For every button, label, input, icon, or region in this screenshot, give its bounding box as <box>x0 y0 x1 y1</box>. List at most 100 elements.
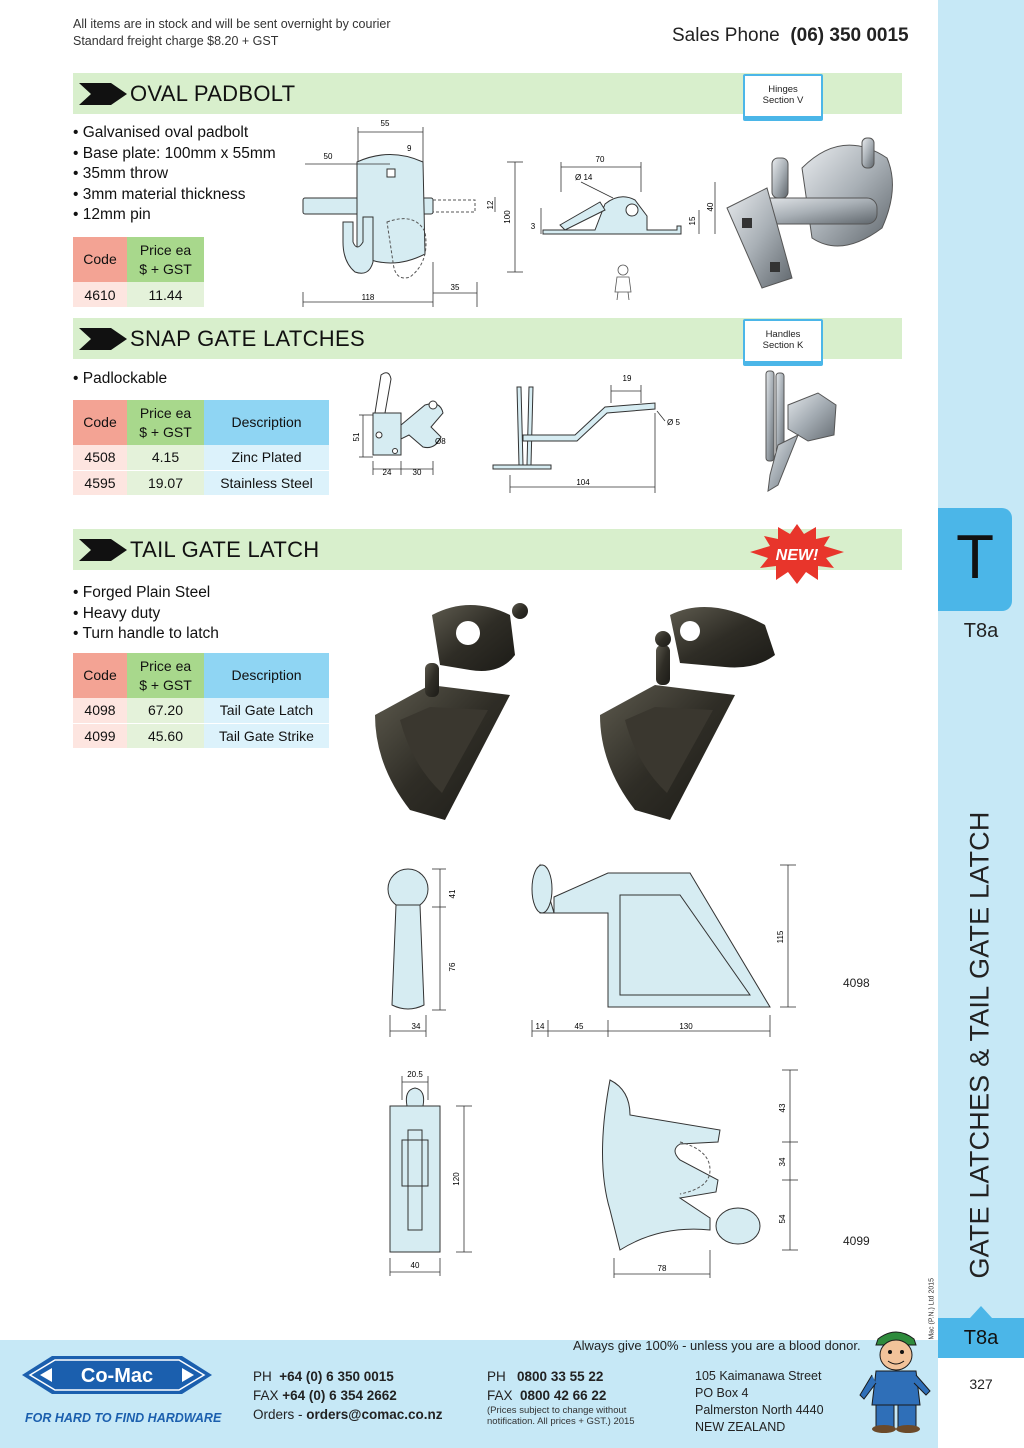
feature-item: • Padlockable <box>73 370 168 387</box>
dim-label: 130 <box>679 1022 693 1031</box>
tailgate-strike-4099-drawing: 20.5 120 40 43 34 54 78 <box>389 1069 798 1278</box>
feature-item: • Base plate: 100mm x 55mm <box>73 144 276 162</box>
dim-label: 19 <box>623 374 632 383</box>
tailgate-latch-4098-drawing: 41 76 34 115 14 45 130 <box>387 863 796 1037</box>
feature-item: • Turn handle to latch <box>73 625 219 643</box>
snap-features: • Padlockable <box>73 369 167 390</box>
product-code-4099: 4099 <box>843 1234 870 1248</box>
feature-item: • 35mm throw <box>73 165 169 183</box>
snap-latch-drawing: 51 Ø8 24 30 19 Ø 5 104 <box>352 372 680 493</box>
address: 105 Kaimanawa Street PO Box 4 Palmerston… <box>695 1369 824 1434</box>
col-description: Description <box>204 653 329 698</box>
cell-description: Tail Gate Latch <box>204 698 329 723</box>
cell-description: Zinc Plated <box>204 445 329 470</box>
ref-handles-section-k[interactable]: Handles Section K <box>743 319 823 363</box>
tailgate-product-photos <box>375 603 775 820</box>
ref-line-2: Section K <box>762 340 804 351</box>
dim-label: 104 <box>576 478 590 487</box>
ref-line-1: Handles <box>765 329 801 340</box>
dim-label: 12 <box>486 200 495 209</box>
dim-label: 43 <box>778 1103 787 1112</box>
col-price: Price ea $ + GST <box>127 400 204 445</box>
cell-price: 45.60 <box>127 722 204 748</box>
feature-item: • Forged Plain Steel <box>73 584 211 601</box>
section-title: SNAP GATE LATCHES <box>130 326 365 351</box>
dim-label: 40 <box>706 202 715 211</box>
cell-code: 4610 <box>73 282 127 307</box>
cell-price: 11.44 <box>127 282 204 307</box>
col-code: Code <box>73 237 127 282</box>
sales-phone: Sales Phone (06) 350 0015 <box>672 25 909 47</box>
freephone-link[interactable]: 0800 33 55 22 <box>517 1369 604 1384</box>
bottom-tab-code[interactable]: T8a <box>938 1306 1024 1358</box>
sales-phone-number[interactable]: (06) 350 0015 <box>790 25 909 46</box>
dim-label: 100 <box>503 210 512 224</box>
freefax-number: 0800 42 66 22 <box>520 1388 607 1403</box>
dim-label: 55 <box>381 119 390 128</box>
tailgate-price-table: Code Price ea $ + GST Description 4098 6… <box>73 653 329 748</box>
orders-email-link[interactable]: orders@comac.co.nz <box>306 1407 443 1422</box>
new-badge: NEW! <box>750 524 844 584</box>
dim-label: 3 <box>531 222 536 231</box>
padbolt-drawing: 55 9 50 12 100 118 35 70 Ø 14 3 15 40 <box>302 119 716 307</box>
dim-label: 14 <box>536 1022 545 1031</box>
product-code-4098: 4098 <box>843 976 870 990</box>
dim-label: 24 <box>383 468 392 477</box>
dim-label: 41 <box>448 889 457 898</box>
col-price: Price ea $ + GST <box>127 653 204 698</box>
section-tab-code: T8a <box>963 620 999 642</box>
dim-label: 20.5 <box>407 1070 423 1079</box>
feature-item: • 3mm material thickness <box>73 185 246 203</box>
feature-item: • Galvanised oval padbolt <box>73 124 249 141</box>
cell-code: 4595 <box>73 469 127 495</box>
dim-label: 34 <box>412 1022 421 1031</box>
feature-item: • Heavy duty <box>73 604 161 622</box>
col-description: Description <box>204 400 329 445</box>
ref-line-1: Hinges <box>768 84 798 95</box>
logo-text: Co-Mac <box>81 1365 153 1387</box>
sidebar <box>938 0 1024 1340</box>
dim-label: 118 <box>362 293 375 302</box>
cell-price: 4.15 <box>127 445 204 470</box>
dim-label: Ø 5 <box>667 418 680 427</box>
dim-label: 40 <box>411 1261 420 1270</box>
section-arrow-icon <box>79 83 127 105</box>
section-arrow-icon <box>79 539 127 561</box>
cell-code: 4508 <box>73 445 127 470</box>
ref-line-2: Section V <box>762 95 804 106</box>
stock-line-2: Standard freight charge $8.20 + GST <box>73 34 279 48</box>
cell-price: 67.20 <box>127 698 204 723</box>
col-code: Code <box>73 653 127 698</box>
section-tab-letter[interactable]: T <box>938 508 1012 611</box>
cell-price: 19.07 <box>127 469 204 495</box>
table-row: 4595 19.07 Stainless Steel <box>73 469 329 495</box>
dim-label: 30 <box>413 468 422 477</box>
padbolt-product-photo <box>726 137 893 289</box>
table-row: 4610 11.44 <box>73 282 204 307</box>
section-title: OVAL PADBOLT <box>130 81 296 106</box>
table-row: 4098 67.20 Tail Gate Latch <box>73 698 329 723</box>
snap-latch-product-photo <box>765 370 837 492</box>
cell-code: 4098 <box>73 698 127 723</box>
cell-description: Stainless Steel <box>204 469 329 495</box>
ref-hinges-section-v[interactable]: Hinges Section V <box>743 74 823 118</box>
cartoon-mascot-icon <box>614 264 632 301</box>
dim-label: 51 <box>352 432 361 441</box>
contact-column-1: PH +64 (0) 6 350 0015 FAX +64 (0) 6 354 … <box>253 1369 443 1422</box>
sales-phone-label: Sales Phone <box>672 25 780 46</box>
section-title: TAIL GATE LATCH <box>130 537 320 562</box>
dim-label: 34 <box>778 1157 787 1166</box>
comac-logo[interactable]: Co-Mac <box>22 1342 212 1408</box>
new-badge-label: NEW! <box>776 547 819 564</box>
tailgate-features: • Forged Plain Steel • Heavy duty • Turn… <box>73 583 219 645</box>
phone-link[interactable]: +64 (0) 6 350 0015 <box>279 1369 394 1384</box>
table-row: 4099 45.60 Tail Gate Strike <box>73 722 329 748</box>
dim-label: 76 <box>448 962 457 971</box>
cell-code: 4099 <box>73 722 127 748</box>
dim-label: 45 <box>575 1022 584 1031</box>
dim-label: 115 <box>776 930 785 943</box>
stock-line-1: All items are in stock and will be sent … <box>73 17 391 31</box>
dim-label: Ø 14 <box>575 173 593 182</box>
tagline: FOR HARD TO FIND HARDWARE <box>25 1411 222 1425</box>
dim-label: 120 <box>452 1172 461 1186</box>
